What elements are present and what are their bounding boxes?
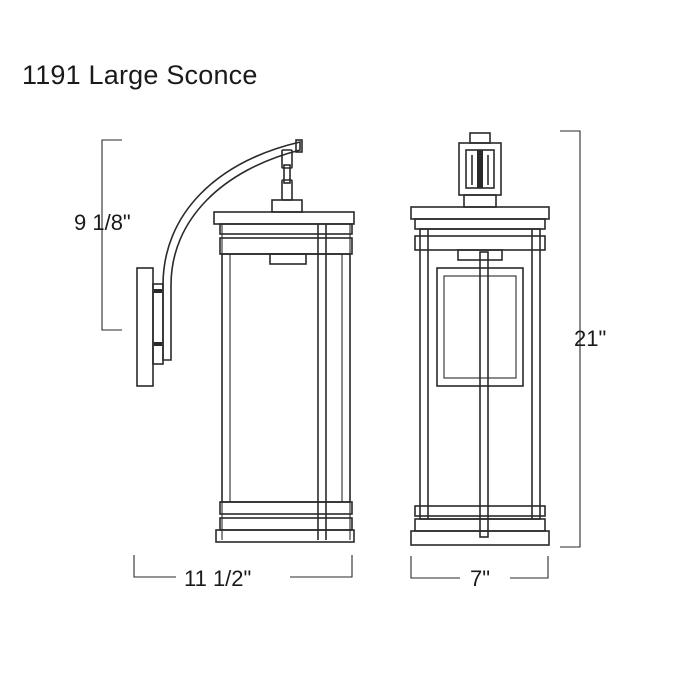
height-dim-line: [560, 130, 581, 548]
width-dim-line-left: [410, 556, 460, 579]
height-label: 21": [574, 326, 607, 351]
arm-height-dim-line: [101, 139, 122, 331]
sconce-side-view-drawing: [136, 139, 355, 543]
sconce-front-view-drawing: [410, 132, 550, 546]
product-title: 1191 Large Sconce: [22, 60, 258, 90]
depth-dim-line-left: [133, 555, 176, 578]
width-dim-line-right: [510, 556, 549, 579]
width-label: 7": [470, 566, 491, 591]
curved-arm: [162, 140, 301, 361]
arm-height-label: 9 1/8": [74, 210, 131, 235]
depth-dim-line-right: [290, 555, 353, 578]
depth-label: 11 1/2": [184, 566, 252, 591]
wall-backplate: [136, 267, 154, 387]
